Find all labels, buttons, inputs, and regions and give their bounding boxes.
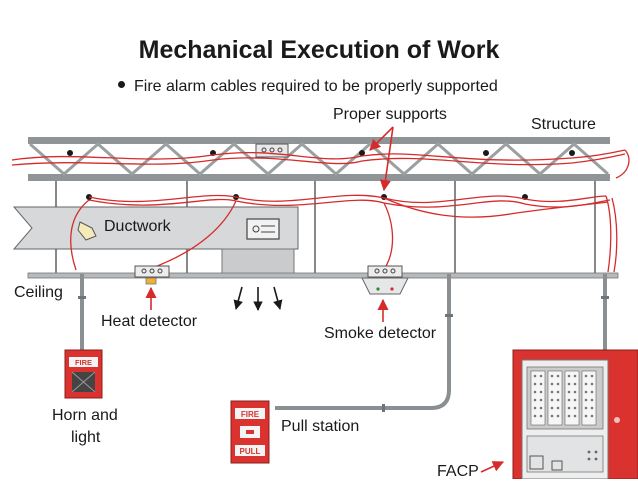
label-pull-station: Pull station — [281, 418, 360, 435]
bullet-point: Fire alarm cables required to be properl… — [118, 78, 498, 96]
airflow-arrows — [233, 286, 283, 311]
bullet-text: Fire alarm cables required to be properl… — [134, 78, 498, 95]
label-horn-line-1: Horn and — [52, 407, 118, 424]
conduit-couplings — [78, 296, 609, 412]
label-heat-detector: Heat detector — [101, 313, 198, 330]
ceiling-grid — [27, 272, 619, 279]
label-ductwork: Ductwork — [104, 218, 171, 235]
facp-panel — [512, 349, 638, 479]
facp-pointer — [480, 461, 505, 473]
label-ceiling: Ceiling — [14, 284, 63, 301]
heat-detector — [134, 265, 170, 285]
label-facp: FACP — [437, 463, 479, 480]
bullet-dot — [118, 81, 125, 89]
proper-supports-pointers — [369, 126, 394, 192]
structure-truss — [28, 137, 610, 181]
slide-title: Mechanical Execution of Work — [138, 36, 500, 64]
horn-fire-text: FIRE — [75, 358, 92, 367]
pull-label-text: PULL — [240, 447, 261, 456]
pull-fire-text: FIRE — [241, 410, 260, 419]
label-proper-supports: Proper supports — [333, 106, 447, 123]
smoke-detector — [361, 265, 409, 295]
label-structure: Structure — [531, 116, 596, 133]
label-smoke-detector: Smoke detector — [324, 325, 437, 342]
pull-station-device: FIRE PULL — [230, 400, 270, 464]
conduits — [80, 274, 607, 410]
horn-light-device: FIRE — [64, 349, 103, 399]
lower-cable-bundle — [70, 194, 618, 273]
label-horn-line-2: light — [71, 429, 101, 446]
upper-cable-bundle — [11, 149, 630, 179]
